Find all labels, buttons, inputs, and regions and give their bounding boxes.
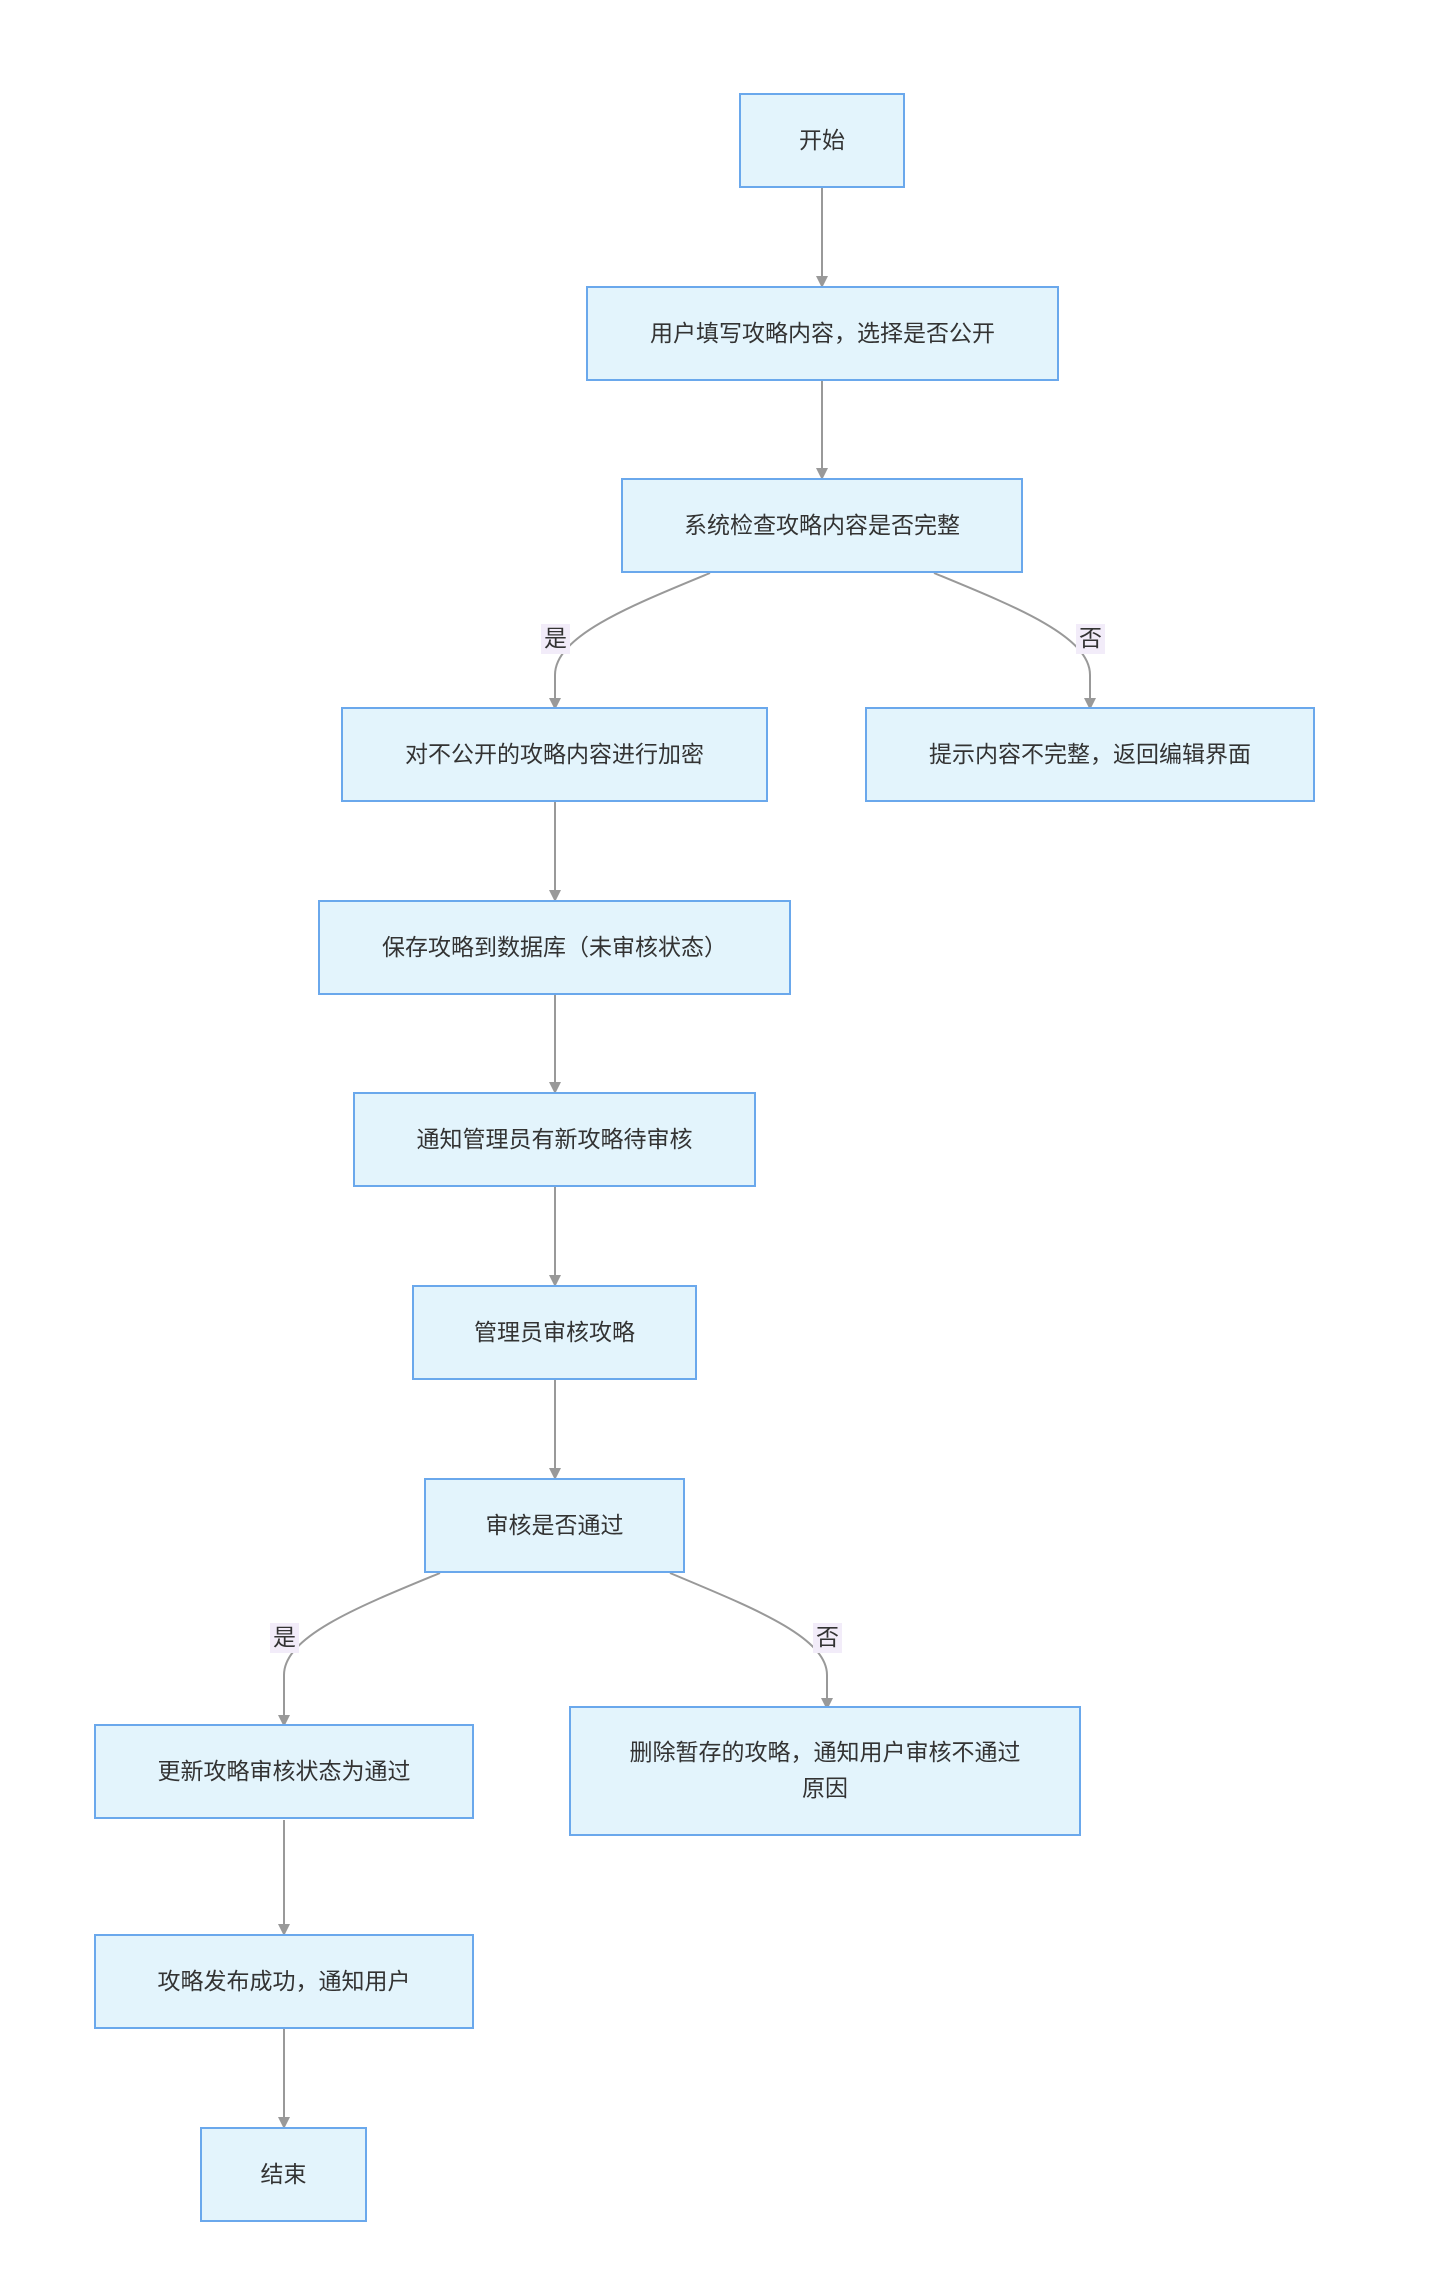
edge-label-check-yes: 是 (541, 624, 570, 654)
edge-passed-to-delete (669, 1572, 833, 1710)
edge-label-check-no: 否 (1076, 624, 1105, 654)
edge-check-to-encrypt (549, 572, 711, 710)
edge-label-passed-yes: 是 (270, 1623, 299, 1653)
node-incomplete: 提示内容不完整，返回编辑界面 (865, 707, 1315, 802)
node-save: 保存攻略到数据库（未审核状态） (318, 900, 791, 995)
node-fill-content: 用户填写攻略内容，选择是否公开 (586, 286, 1059, 381)
edge-label-passed-no: 否 (813, 1623, 842, 1653)
node-review-passed: 审核是否通过 (424, 1478, 685, 1573)
edge-check-to-incomplete (933, 572, 1096, 710)
node-update-status: 更新攻略审核状态为通过 (94, 1724, 474, 1819)
node-encrypt: 对不公开的攻略内容进行加密 (341, 707, 768, 802)
node-end: 结束 (200, 2127, 367, 2222)
node-check-complete: 系统检查攻略内容是否完整 (621, 478, 1023, 573)
node-delete-draft: 删除暂存的攻略，通知用户审核不通过原因 (569, 1706, 1081, 1836)
node-start: 开始 (739, 93, 905, 188)
edge-passed-to-update (278, 1572, 441, 1727)
node-notify-admin: 通知管理员有新攻略待审核 (353, 1092, 756, 1187)
node-admin-review: 管理员审核攻略 (412, 1285, 697, 1380)
node-publish-success: 攻略发布成功，通知用户 (94, 1934, 474, 2029)
